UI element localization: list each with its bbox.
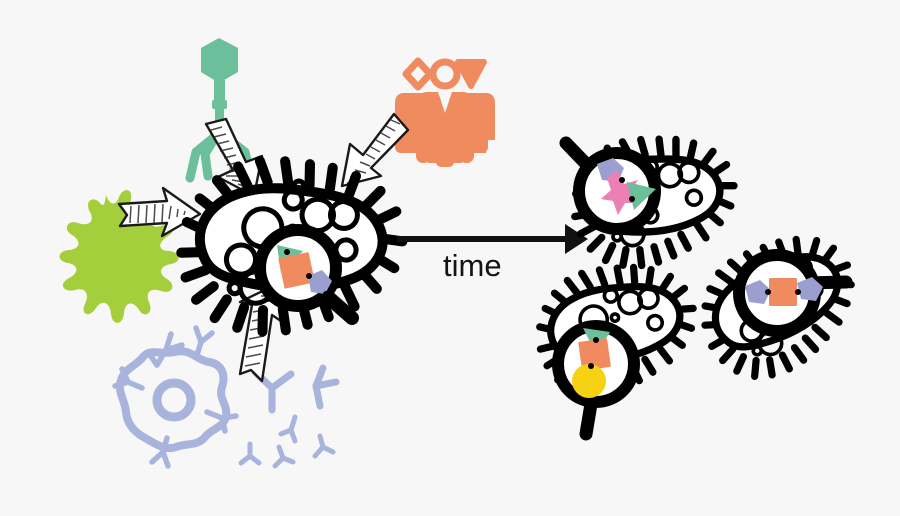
- immune-cell-icon: [112, 325, 239, 469]
- markers-descendant-bottom-right: [745, 277, 823, 306]
- magnifier-descendant-top: [559, 136, 661, 235]
- magnifier-ancestor: [254, 224, 359, 325]
- people-icon: [395, 57, 495, 167]
- antibodies-icon: [238, 364, 340, 469]
- time-label: time: [443, 248, 502, 283]
- arrow-time-icon: [397, 224, 588, 254]
- arrow-splat-icon: [117, 186, 202, 238]
- marker-circle-yellow: [572, 364, 606, 398]
- marker-pentagon-blue: [308, 270, 332, 294]
- markers-descendant-top: [597, 158, 656, 215]
- magnifier-descendant-bottom-right: [733, 249, 853, 337]
- marker-triangle-green: [627, 182, 656, 210]
- marker-pentagon-blue-left: [745, 280, 771, 304]
- markers-descendant-bottom-left: [572, 328, 611, 398]
- markers-ancestor: [277, 245, 332, 297]
- marker-square-orange: [769, 278, 797, 306]
- marker-square-orange: [578, 338, 611, 371]
- marker-square-orange: [278, 252, 315, 289]
- bacterium-ancestor: [176, 121, 408, 337]
- magnifier-descendant-bottom-left: [552, 320, 640, 441]
- marker-star-pink: [601, 170, 639, 215]
- marker-pentagon-blue-right: [797, 277, 823, 301]
